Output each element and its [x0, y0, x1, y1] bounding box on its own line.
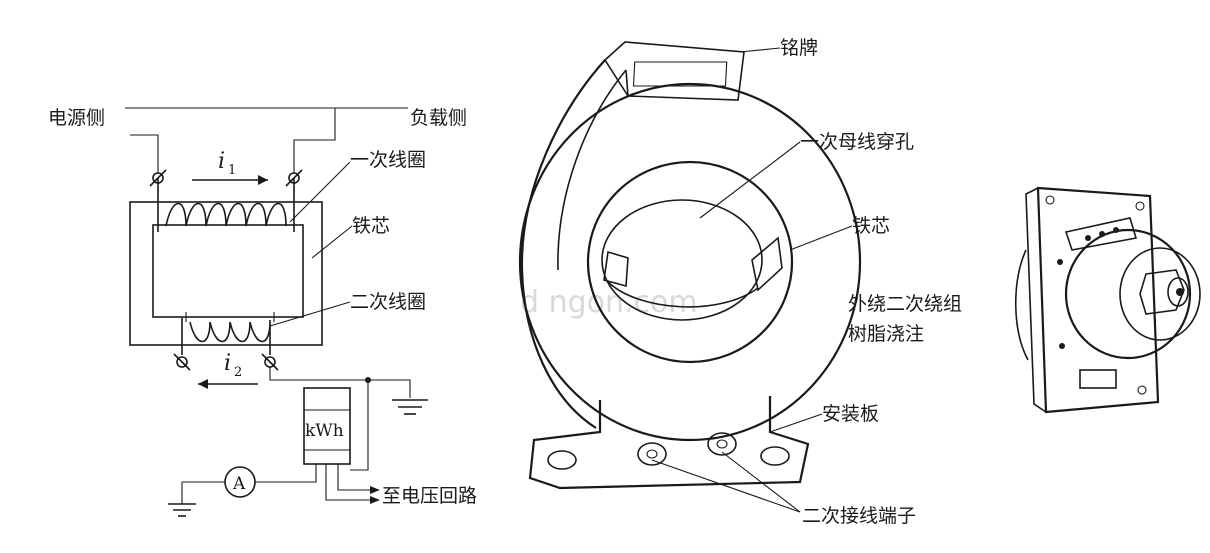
secondary-coil-leader [269, 301, 351, 327]
secondary-current-subscript: 2 [234, 365, 242, 380]
primary-coil-label: 一次线圈 [350, 149, 426, 171]
device-core-label: 铁芯 [852, 215, 890, 237]
flanged-ct-device [1014, 186, 1201, 414]
watermark: d ngon.com [520, 285, 698, 320]
secondary-current-symbol: i [224, 351, 231, 376]
primary-current-subscript: 1 [228, 163, 236, 178]
nameplate-leader [739, 47, 781, 53]
toroidal-ct-device: 铭牌 一次母线穿孔 铁芯 外绕二次绕组 树脂浇注 安装板 [518, 37, 962, 527]
busbar-hole-leader [699, 141, 801, 219]
device-core-leader [789, 225, 853, 251]
kwh-meter: kWh [303, 387, 351, 465]
winding-label-line1: 外绕二次绕组 [848, 293, 962, 315]
schematic-core-leader [311, 225, 353, 259]
nameplate-label: 铭牌 [780, 37, 818, 59]
core-section-left [603, 250, 629, 288]
outer-ring [518, 82, 862, 442]
secondary-terminal-icons [637, 432, 737, 466]
ground-icon [392, 399, 428, 415]
secondary-coil-icon [181, 312, 275, 355]
winding-label-line2: 树脂浇注 [848, 323, 924, 345]
flange-plate [1036, 186, 1160, 414]
source-side-label: 电源侧 [48, 107, 105, 129]
primary-current-symbol: i [218, 149, 225, 174]
voltage-circuit-label: 至电压回路 [382, 485, 477, 507]
primary-current-arrow-icon [192, 175, 268, 185]
busbar-hole-label: 一次母线穿孔 [800, 131, 914, 153]
ground-icon-bottom [168, 482, 196, 517]
schematic-core [129, 201, 323, 346]
bolt-icon [1139, 269, 1189, 315]
core-section-right [751, 236, 783, 292]
schematic: 电源侧 负载侧 i 1 一次线圈 铁芯 二次线圈 i [48, 107, 477, 517]
nameplate [603, 41, 745, 101]
mounting-plate-label: 安装板 [822, 403, 879, 425]
load-side-label: 负载侧 [410, 107, 467, 129]
ammeter-label: A [232, 474, 246, 494]
ammeter: A [224, 466, 256, 498]
terminal-block [1079, 369, 1117, 389]
kwh-meter-label: kWh [305, 421, 344, 441]
voltage-circuit-leads [325, 464, 380, 504]
meter-return-lead [350, 380, 369, 471]
terminal-leader-2 [721, 451, 801, 513]
source-lead [130, 134, 159, 173]
rating-plate [1064, 217, 1138, 251]
primary-terminals [149, 169, 303, 187]
secondary-terminals-label: 二次接线端子 [802, 505, 916, 527]
busbar-hole [586, 160, 794, 364]
mounting-plate-leader [769, 413, 823, 433]
ct-body [1064, 228, 1192, 360]
primary-coil-icon [157, 178, 295, 232]
secondary-lead-right [269, 367, 411, 398]
load-lead [293, 107, 408, 173]
secondary-coil-label: 二次线圈 [350, 291, 426, 313]
secondary-current-arrow-icon [198, 379, 258, 389]
primary-coil-leader [289, 161, 351, 223]
terminal-leader-1 [651, 459, 801, 513]
mounting-plate [528, 396, 810, 490]
schematic-core-label: 铁芯 [352, 215, 390, 237]
ammeter-lead-right [255, 464, 317, 483]
